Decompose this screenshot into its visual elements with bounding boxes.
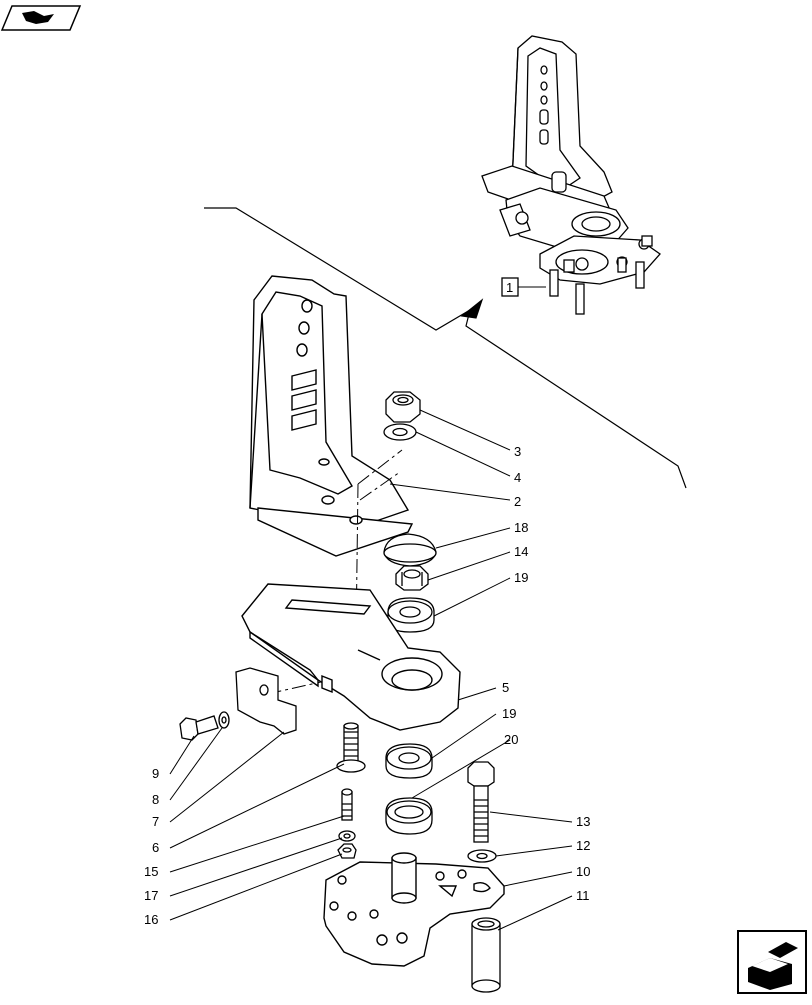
callout-4: 4 xyxy=(514,470,521,485)
callout-10: 10 xyxy=(576,864,590,879)
part-6-pin xyxy=(336,722,366,773)
part-14-castle-nut xyxy=(395,565,429,591)
callout-17: 17 xyxy=(144,888,158,903)
callout-3: 3 xyxy=(514,444,521,459)
callout-16: 16 xyxy=(144,912,158,927)
callout-8: 8 xyxy=(152,792,159,807)
part-4-washer xyxy=(383,423,417,441)
callout-11: 11 xyxy=(576,888,590,903)
callout-19: 19 xyxy=(514,570,528,585)
part-11-bushing xyxy=(471,917,501,993)
part-12-washer xyxy=(467,849,497,863)
callout-14: 14 xyxy=(514,544,528,559)
leader-lines xyxy=(169,409,573,931)
next-page-icon[interactable] xyxy=(737,930,807,994)
overview-ref-label: 1 xyxy=(506,280,513,295)
callout-15: 15 xyxy=(144,864,158,879)
callout-12: 12 xyxy=(576,838,590,853)
callout-labels: 3 4 2 18 14 19 5 19 20 13 12 10 11 9 8 7… xyxy=(144,444,590,927)
part-2-bracket xyxy=(249,275,414,557)
part-3-nut xyxy=(385,391,421,423)
part-15-nipple xyxy=(341,788,353,821)
part-13-bolt xyxy=(467,761,495,843)
callout-18: 18 xyxy=(514,520,528,535)
part-8-washer xyxy=(218,711,230,729)
part-5-arm xyxy=(241,583,461,731)
overview-reference: 1 xyxy=(501,277,546,297)
overview-leader xyxy=(204,207,687,489)
part-18-cap xyxy=(383,533,437,567)
callout-13: 13 xyxy=(576,814,590,829)
previous-page-icon[interactable] xyxy=(0,5,82,31)
part-17-washer xyxy=(338,830,356,842)
part-7-clip xyxy=(235,667,297,735)
part-9-bolt xyxy=(179,715,219,741)
part-16-nut xyxy=(337,843,357,859)
overview-assembly xyxy=(481,35,661,315)
callout-20: 20 xyxy=(504,732,518,747)
callout-19: 19 xyxy=(502,706,516,721)
callout-2: 2 xyxy=(514,494,521,509)
part-10-base-plate xyxy=(323,852,505,967)
part-19-lower-bearing xyxy=(385,743,433,779)
part-20-spring-washer xyxy=(385,797,433,835)
callout-5: 5 xyxy=(502,680,509,695)
callout-7: 7 xyxy=(152,814,159,829)
callout-6: 6 xyxy=(152,840,159,855)
callout-9: 9 xyxy=(152,766,159,781)
